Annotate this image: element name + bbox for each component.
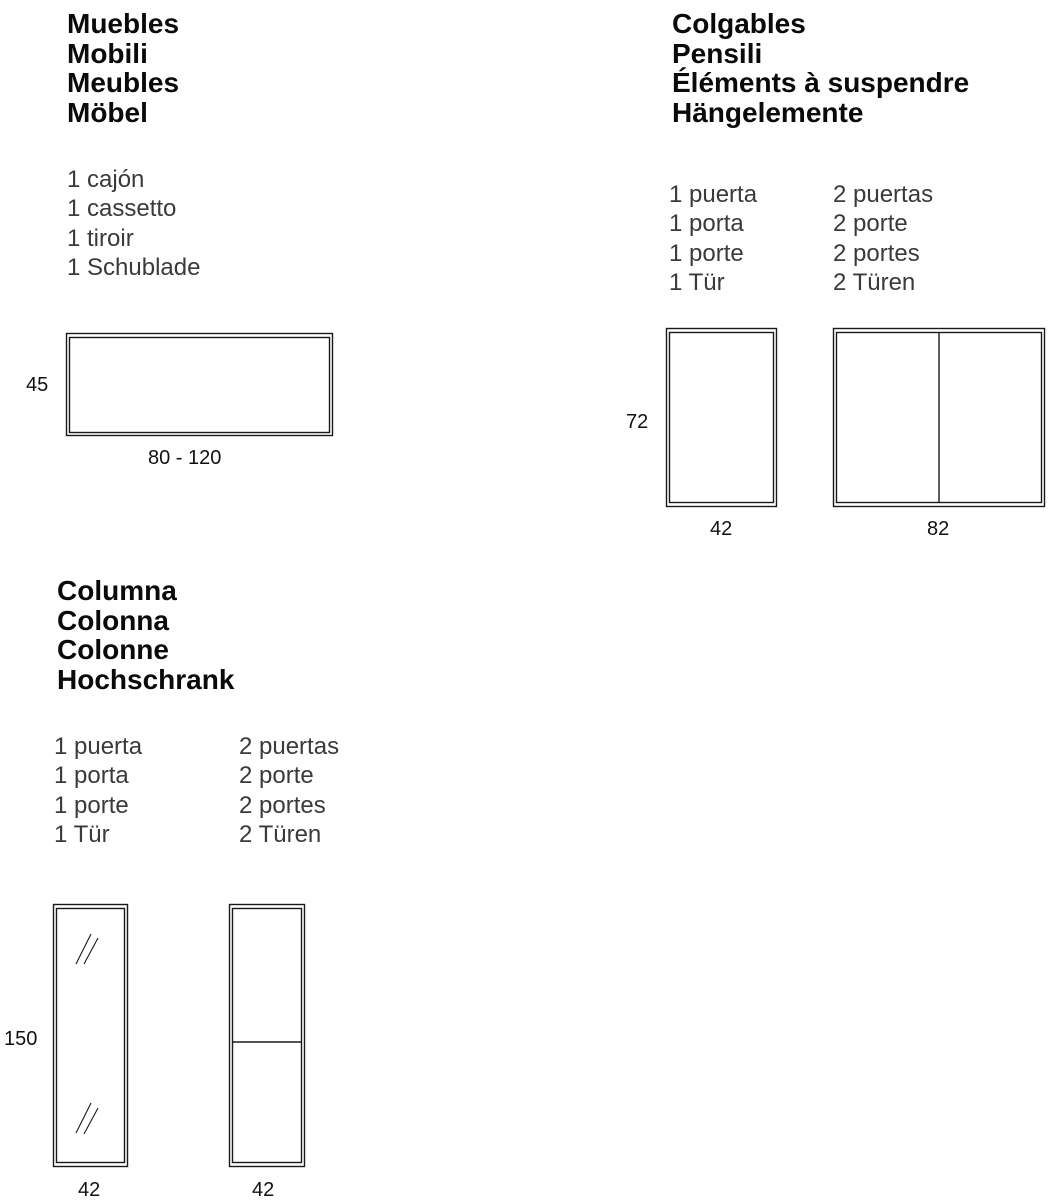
columna-two-door-de: 2 Türen xyxy=(239,820,322,848)
muebles-title-es: Muebles xyxy=(67,8,180,39)
columna-two-door-es: 2 puertas xyxy=(239,733,340,760)
muebles-drawer-es: 1 cajón xyxy=(67,166,145,193)
glass-reflection-icon xyxy=(75,933,99,965)
colgables-one-door-it: 1 porta xyxy=(669,210,744,238)
colgables-two-door-it: 2 porte xyxy=(833,210,908,238)
colgables-one-door-de: 1 Tür xyxy=(669,268,725,296)
muebles-drawer-options: 1 cajón 1 cassetto 1 tiroir 1 Schublade xyxy=(67,165,200,282)
muebles-title-fr: Meubles xyxy=(67,67,180,98)
muebles-drawer-front xyxy=(68,336,331,434)
colgables-one-door-options: 1 puerta 1 porta 1 porte 1 Tür xyxy=(669,180,757,297)
columna-one-door-it: 1 porta xyxy=(54,762,129,790)
muebles-title: Muebles Mobili Meubles Möbel xyxy=(67,9,179,127)
columna-one-door-width-label: 42 xyxy=(78,1179,101,1201)
colgables-one-door-drawing xyxy=(665,327,778,508)
columna-two-door-fr: 2 portes xyxy=(239,791,326,819)
colgables-one-door-outer xyxy=(665,327,778,508)
colgables-two-door-width-label: 82 xyxy=(927,518,950,540)
columna-one-door-options: 1 puerta 1 porta 1 porte 1 Tür xyxy=(54,732,142,849)
columna-title: Columna Colonna Colonne Hochschrank xyxy=(57,576,234,694)
colgables-two-door-options: 2 puertas 2 porte 2 portes 2 Türen xyxy=(833,180,933,297)
columna-title-fr: Colonne xyxy=(57,634,169,665)
colgables-title-fr: Éléments à suspendre xyxy=(672,67,970,98)
muebles-drawer-unit-outer xyxy=(65,332,334,437)
muebles-drawer-it: 1 cassetto xyxy=(67,195,177,223)
colgables-one-door-width-label: 42 xyxy=(710,518,733,540)
colgables-two-door-es: 2 puertas xyxy=(833,181,934,208)
muebles-title-de: Möbel xyxy=(67,96,148,128)
muebles-width-label: 80 - 120 xyxy=(148,447,222,469)
columna-two-door-width-label: 42 xyxy=(252,1179,275,1201)
muebles-title-it: Mobili xyxy=(67,37,148,69)
columna-one-door-es: 1 puerta xyxy=(54,733,143,760)
columna-one-door-de: 1 Tür xyxy=(54,820,110,848)
columna-two-door-drawing xyxy=(228,903,306,1168)
colgables-two-door-drawing xyxy=(832,327,1046,508)
columna-title-it: Colonna xyxy=(57,604,169,636)
colgables-two-door-outer xyxy=(832,327,1046,508)
columna-title-de: Hochschrank xyxy=(57,663,235,695)
colgables-title: Colgables Pensili Éléments à suspendre H… xyxy=(672,9,969,127)
colgables-two-door-de: 2 Türen xyxy=(833,268,916,296)
muebles-drawer-unit-drawing xyxy=(65,332,334,437)
columna-height-label: 150 xyxy=(4,1028,38,1050)
colgables-one-door-es: 1 puerta xyxy=(669,181,758,208)
columna-title-es: Columna xyxy=(57,575,177,606)
muebles-drawer-de: 1 Schublade xyxy=(67,253,201,281)
colgables-title-es: Colgables xyxy=(672,8,806,39)
muebles-height-label: 45 xyxy=(26,374,49,396)
columna-two-door-inner xyxy=(231,907,303,1164)
colgables-one-door-front xyxy=(668,331,775,504)
columna-two-door-it: 2 porte xyxy=(239,762,314,790)
columna-two-door-options: 2 puertas 2 porte 2 portes 2 Türen xyxy=(239,732,339,849)
columna-one-door-drawing xyxy=(52,903,129,1168)
colgables-title-it: Pensili xyxy=(672,37,763,69)
columna-two-door-outer xyxy=(228,903,306,1168)
muebles-drawer-fr: 1 tiroir xyxy=(67,224,134,252)
glass-reflection-icon xyxy=(75,1102,99,1135)
columna-one-door-front xyxy=(55,907,126,1164)
columna-one-door-outer xyxy=(52,903,129,1168)
colgables-two-door-inner xyxy=(835,331,1043,504)
colgables-title-de: Hängelemente xyxy=(672,96,864,128)
colgables-two-door-fr: 2 portes xyxy=(833,239,920,267)
columna-one-door-fr: 1 porte xyxy=(54,791,129,819)
colgables-height-label: 72 xyxy=(626,411,649,433)
colgables-one-door-fr: 1 porte xyxy=(669,239,744,267)
